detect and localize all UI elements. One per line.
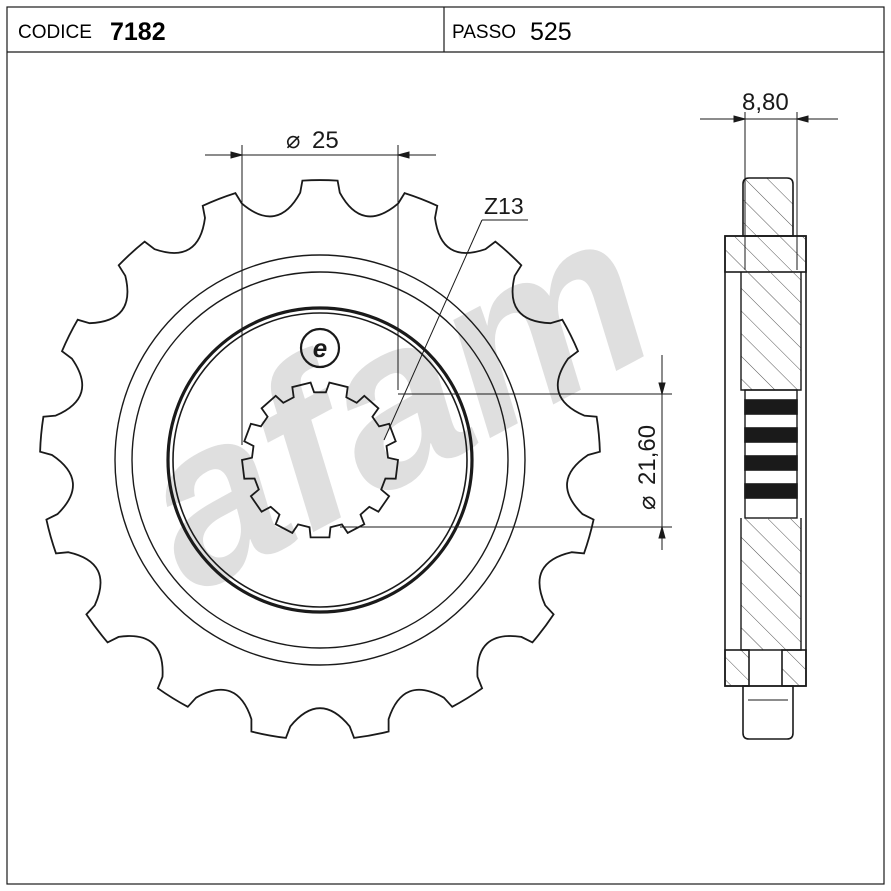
side-bottom-tooth [742, 685, 794, 740]
side-lower-left-block [724, 649, 750, 687]
passo-label: PASSO [452, 22, 516, 43]
spline-bore [241, 381, 399, 539]
side-spline-tooth-2 [744, 427, 798, 443]
logo-letter: e [313, 333, 327, 363]
tooth-count-leader [383, 219, 528, 441]
spline-diameter-label: 21,60 [634, 425, 661, 485]
bore-diameter-label: 25 [312, 127, 339, 154]
tooth-count-leader-line [383, 219, 483, 441]
drawing-frame [6, 6, 885, 885]
watermark: afam [95, 160, 690, 639]
hub-recess-outer [166, 306, 474, 614]
side-spline-tooth-3 [744, 455, 798, 471]
thickness-dimension [700, 112, 838, 270]
side-upper-section [740, 272, 802, 391]
bore-arrows [230, 151, 410, 159]
codice-value: 7182 [110, 18, 166, 46]
bore-diameter-symbol: ⌀ [286, 127, 300, 154]
bore-dimension [205, 145, 436, 445]
spline-arrows [658, 382, 666, 539]
side-hub-top-band [724, 235, 807, 273]
sprocket-side-view [724, 177, 807, 740]
root-circle [114, 254, 526, 666]
sprocket-outline [39, 179, 601, 739]
thickness-label: 8,80 [742, 89, 789, 116]
spline-diameter-symbol: ⌀ [634, 496, 661, 510]
side-lower-section [740, 518, 802, 651]
side-spline-tooth-4 [744, 483, 798, 499]
codice-label: CODICE [18, 22, 92, 43]
side-lower-right-block [781, 649, 807, 687]
side-top-tooth [742, 177, 794, 237]
logo-circle [299, 327, 341, 369]
side-spline-tooth-1 [744, 399, 798, 415]
hub-circle [131, 271, 509, 649]
thickness-arrows [733, 115, 809, 123]
tooth-count-label: Z13 [484, 193, 524, 219]
hub-recess-inner [172, 312, 468, 608]
passo-value: 525 [530, 18, 572, 46]
sprocket-front-view [39, 179, 601, 739]
watermark-text: afam [95, 160, 690, 639]
spline-dimension [340, 355, 672, 550]
brand-logo: e [299, 327, 341, 369]
